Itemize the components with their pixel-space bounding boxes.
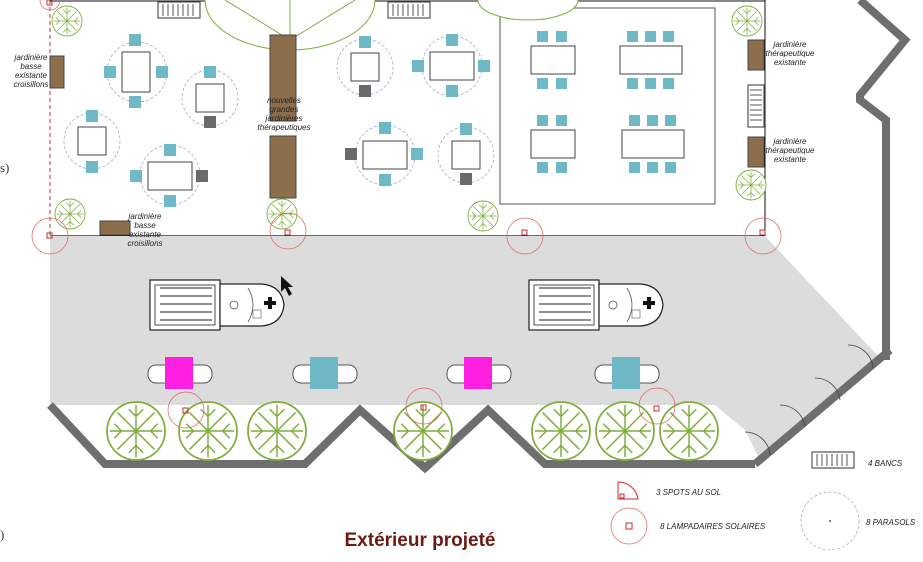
cut-text-bottom: ) <box>0 527 5 542</box>
tree-icon <box>51 5 83 37</box>
parasol-icon <box>800 491 860 551</box>
table-group <box>437 123 495 185</box>
bench-icon <box>157 1 201 19</box>
tree-icon <box>106 401 166 461</box>
table-group <box>621 115 685 173</box>
legend-parasols: 8 PARASOLS <box>866 518 916 527</box>
vehicle-icon <box>528 279 664 331</box>
vehicle-icon <box>149 279 285 331</box>
tree-icon <box>731 5 763 37</box>
table-group <box>530 115 576 173</box>
doors <box>744 344 874 456</box>
label-jardiniere-basse-left: jardinière basse existante croisillons <box>13 53 49 89</box>
planters <box>49 34 765 236</box>
tree-icon <box>735 169 767 201</box>
tree-icon <box>659 401 719 461</box>
tree-icon <box>595 401 655 461</box>
table-group <box>345 122 423 186</box>
lamp-icon <box>744 217 782 255</box>
label-jardiniere-therapeutique-top: jardinière thérapeutique existante <box>765 40 815 67</box>
table-group <box>63 110 121 173</box>
legend-spots: 3 SPOTS AU SOL <box>656 488 722 497</box>
bench-with-table <box>147 357 213 389</box>
legend-bancs: 4 BANCS <box>868 459 903 468</box>
tree-icon <box>247 401 307 461</box>
table-group <box>619 31 683 89</box>
tree-icon <box>54 198 86 230</box>
table-group <box>181 66 239 128</box>
bench-with-table <box>446 357 512 389</box>
lamp-icon <box>506 217 544 255</box>
bench-with-table <box>594 357 660 389</box>
table-group <box>530 31 576 89</box>
lamp-icon <box>167 391 205 429</box>
bench-icon <box>387 1 431 19</box>
bench-with-table <box>292 357 358 389</box>
label-nouvelles-jardinieres: nouvelles grandes jardinières thérapeuti… <box>257 96 311 132</box>
table-group <box>412 34 490 97</box>
bench-icon <box>747 84 765 128</box>
spot-icon <box>617 481 639 500</box>
table-group <box>104 34 168 108</box>
lamp-icon <box>638 387 676 425</box>
tree-icon <box>467 200 499 232</box>
lamp-icon <box>610 507 648 545</box>
outer-walls <box>47 0 911 474</box>
bench-icon <box>811 451 855 469</box>
table-group <box>336 36 394 97</box>
label-jardiniere-therapeutique-mid: jardinière thérapeutique existante <box>765 137 815 164</box>
tree-icon <box>531 401 591 461</box>
tree-icon <box>393 401 453 461</box>
mouse-cursor <box>281 276 293 296</box>
legend-lampadaires: 8 LAMPADAIRES SOLAIRES <box>660 522 766 531</box>
lamp-icon <box>31 217 69 255</box>
tree-icon <box>477 0 579 21</box>
lamp-icon <box>405 387 443 425</box>
cut-text-top: s) <box>0 160 10 175</box>
plan-title: Extérieur projeté <box>344 530 496 551</box>
label-jardiniere-basse-bottom: jardinière basse existante croisillons <box>127 212 163 248</box>
lamp-icon <box>39 0 61 11</box>
lamp-icon <box>269 212 307 250</box>
table-group <box>130 144 208 207</box>
